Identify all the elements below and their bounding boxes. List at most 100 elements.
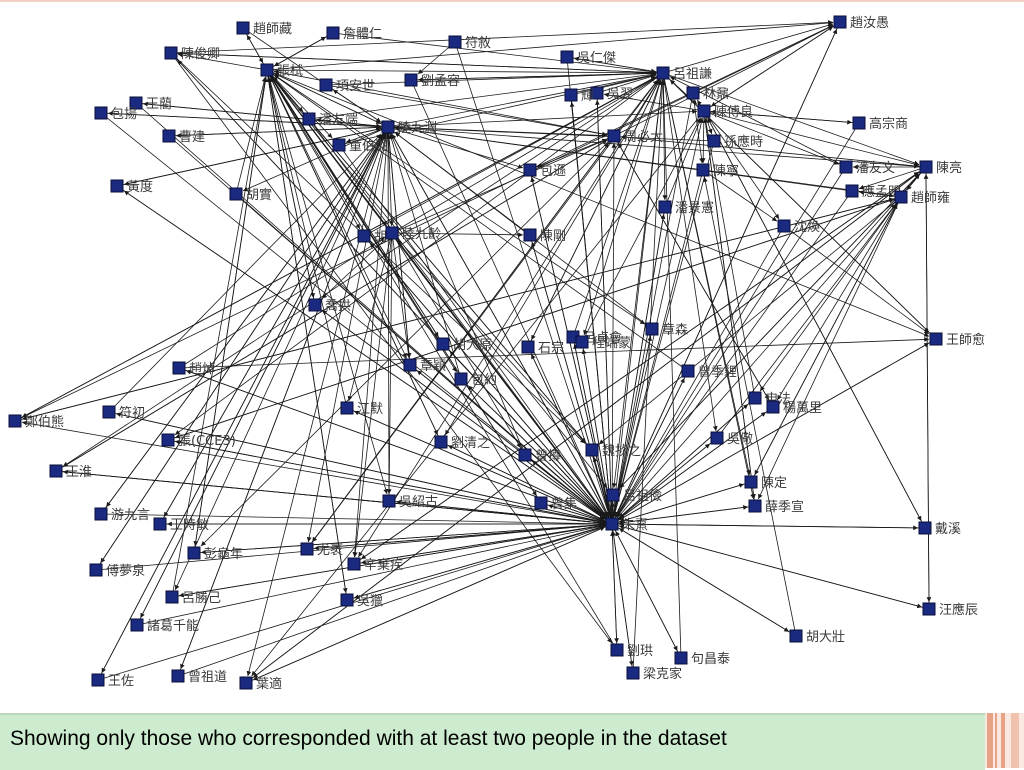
- node-marker[interactable]: [852, 116, 866, 130]
- node-marker[interactable]: [590, 86, 604, 100]
- node-liang-ke-jia[interactable]: 梁克家: [626, 666, 682, 682]
- node-shen-huan[interactable]: 沈煥: [777, 219, 820, 235]
- node-marker[interactable]: [404, 73, 418, 87]
- node-marker[interactable]: [434, 435, 448, 449]
- node-marker[interactable]: [607, 129, 621, 143]
- node-ye-shi[interactable]: 葉適: [239, 676, 282, 692]
- node-marker[interactable]: [94, 507, 108, 521]
- node-marker[interactable]: [707, 134, 721, 148]
- node-marker[interactable]: [697, 104, 711, 118]
- node-marker[interactable]: [521, 340, 535, 354]
- node-zeng-zu-dao[interactable]: 曾祖道: [171, 669, 227, 685]
- node-qiao-gong[interactable]: 喬拱: [308, 298, 351, 314]
- node-wang-ying-chen[interactable]: 汪應辰: [922, 602, 978, 618]
- node-marker[interactable]: [49, 464, 63, 478]
- node-marker[interactable]: [326, 26, 340, 40]
- node-lu-zu-qian[interactable]: 呂祖謙: [656, 66, 712, 82]
- node-wu-cheng[interactable]: 吳儆: [710, 431, 753, 447]
- node-chen-gang[interactable]: 陳剛: [523, 228, 566, 244]
- node-marker[interactable]: [681, 364, 695, 378]
- node-marker[interactable]: [918, 521, 932, 535]
- node-zheng-bo-xiong[interactable]: 鄭伯熊: [8, 414, 64, 430]
- node-marker[interactable]: [696, 163, 710, 177]
- node-marker[interactable]: [332, 138, 346, 152]
- node-wang-zuo[interactable]: 王佐: [91, 673, 134, 689]
- node-zhao-shi-zang[interactable]: 趙師藏: [236, 21, 292, 37]
- node-marker[interactable]: [523, 228, 537, 242]
- node-zhu-zhuo[interactable]: 趙焯: [172, 361, 215, 377]
- node-marker[interactable]: [626, 666, 640, 680]
- node-marker[interactable]: [919, 160, 933, 174]
- node-dai-xi[interactable]: 戴溪: [918, 521, 961, 537]
- node-zhao-ru-yu[interactable]: 趙汝愚: [833, 15, 889, 31]
- node-chen-ding[interactable]: 陳定: [744, 475, 787, 491]
- node-marker[interactable]: [319, 78, 333, 92]
- node-wang-lan[interactable]: 王藺: [129, 96, 172, 112]
- node-marker[interactable]: [656, 66, 670, 80]
- node-marker[interactable]: [658, 200, 672, 214]
- node-marker[interactable]: [165, 590, 179, 604]
- node-wu-ren-jie[interactable]: 吳仁傑: [560, 50, 616, 66]
- node-marker[interactable]: [89, 563, 103, 577]
- node-marker[interactable]: [340, 401, 354, 415]
- node-liu-qing-zhi[interactable]: 劉清之: [434, 435, 490, 451]
- node-marker[interactable]: [385, 226, 399, 240]
- node-liu-meng-rong[interactable]: 劉孟容: [404, 73, 460, 89]
- node-marker[interactable]: [357, 229, 371, 243]
- node-marker[interactable]: [575, 335, 589, 349]
- node-marker[interactable]: [523, 163, 537, 177]
- node-marker[interactable]: [260, 63, 274, 77]
- node-marker[interactable]: [436, 337, 450, 351]
- node-marker[interactable]: [833, 15, 847, 29]
- node-xiang-an-shi[interactable]: 項安世: [319, 78, 375, 94]
- node-shi-zong[interactable]: 石宗: [521, 340, 564, 356]
- node-marker[interactable]: [744, 475, 758, 489]
- node-sun-ying-shi[interactable]: 孫應時: [707, 134, 763, 150]
- node-marker[interactable]: [171, 669, 185, 683]
- node-marker[interactable]: [605, 517, 619, 531]
- node-marker[interactable]: [91, 673, 105, 687]
- node-zhao-shi-yong[interactable]: 趙師雍: [894, 190, 950, 206]
- node-hu-da-yuan[interactable]: 胡大原: [436, 337, 492, 353]
- node-lu-jiu-yuan[interactable]: 陸九淵: [381, 120, 437, 136]
- node-wei-shan-zhi[interactable]: 魏掞之: [585, 443, 641, 459]
- node-marker[interactable]: [229, 187, 243, 201]
- node-marker[interactable]: [381, 120, 395, 134]
- node-bao-yue[interactable]: 包約: [454, 372, 497, 388]
- node-hu-da-zhuang[interactable]: 胡大壯: [789, 629, 845, 645]
- node-marker[interactable]: [839, 160, 853, 174]
- node-marker[interactable]: [922, 602, 936, 616]
- node-lu-jiu-ling[interactable]: 陸九齡: [385, 226, 441, 242]
- node-marker[interactable]: [686, 86, 700, 100]
- node-marker[interactable]: [382, 494, 396, 508]
- node-bao-xun[interactable]: 包遜: [523, 163, 566, 179]
- node-wu-shao-gu[interactable]: 吳紹古: [382, 494, 438, 510]
- node-pan-you-duan[interactable]: 潘友端: [302, 112, 358, 128]
- node-marker[interactable]: [162, 129, 176, 143]
- node-marker[interactable]: [172, 361, 186, 375]
- node-marker[interactable]: [340, 593, 354, 607]
- node-marker[interactable]: [534, 496, 548, 510]
- node-marker[interactable]: [236, 21, 250, 35]
- node-zhang-ying[interactable]: 章穎: [403, 358, 446, 374]
- node-marker[interactable]: [300, 542, 314, 556]
- node-marker[interactable]: [110, 179, 124, 193]
- node-xue-ji-xuan[interactable]: 薛季宣: [748, 499, 804, 515]
- node-marker[interactable]: [102, 405, 116, 419]
- node-marker[interactable]: [748, 391, 762, 405]
- node-fu-xu[interactable]: 符敘: [448, 35, 491, 51]
- node-xin-qi-ji[interactable]: 辛棄疾: [347, 557, 403, 573]
- node-fu-chu[interactable]: 符初: [102, 405, 145, 421]
- node-chen-jun-qing[interactable]: 陳俊卿: [164, 46, 220, 62]
- node-wang-shi-yu[interactable]: 王師愈: [929, 332, 985, 348]
- node-n-362[interactable]: 胡: [357, 229, 387, 245]
- node-marker[interactable]: [347, 557, 361, 571]
- node-zhang-shi[interactable]: 張栻: [260, 63, 303, 79]
- node-zhang-cce3[interactable]: 張(CCE3): [161, 433, 236, 449]
- node-marker[interactable]: [564, 88, 578, 102]
- node-zhu-ge-qian-neng[interactable]: 諸葛千能: [130, 618, 199, 634]
- node-marker[interactable]: [161, 433, 175, 447]
- node-marker[interactable]: [8, 414, 22, 428]
- node-pan-you-wen[interactable]: 潘友文: [839, 160, 895, 176]
- node-marker[interactable]: [130, 618, 144, 632]
